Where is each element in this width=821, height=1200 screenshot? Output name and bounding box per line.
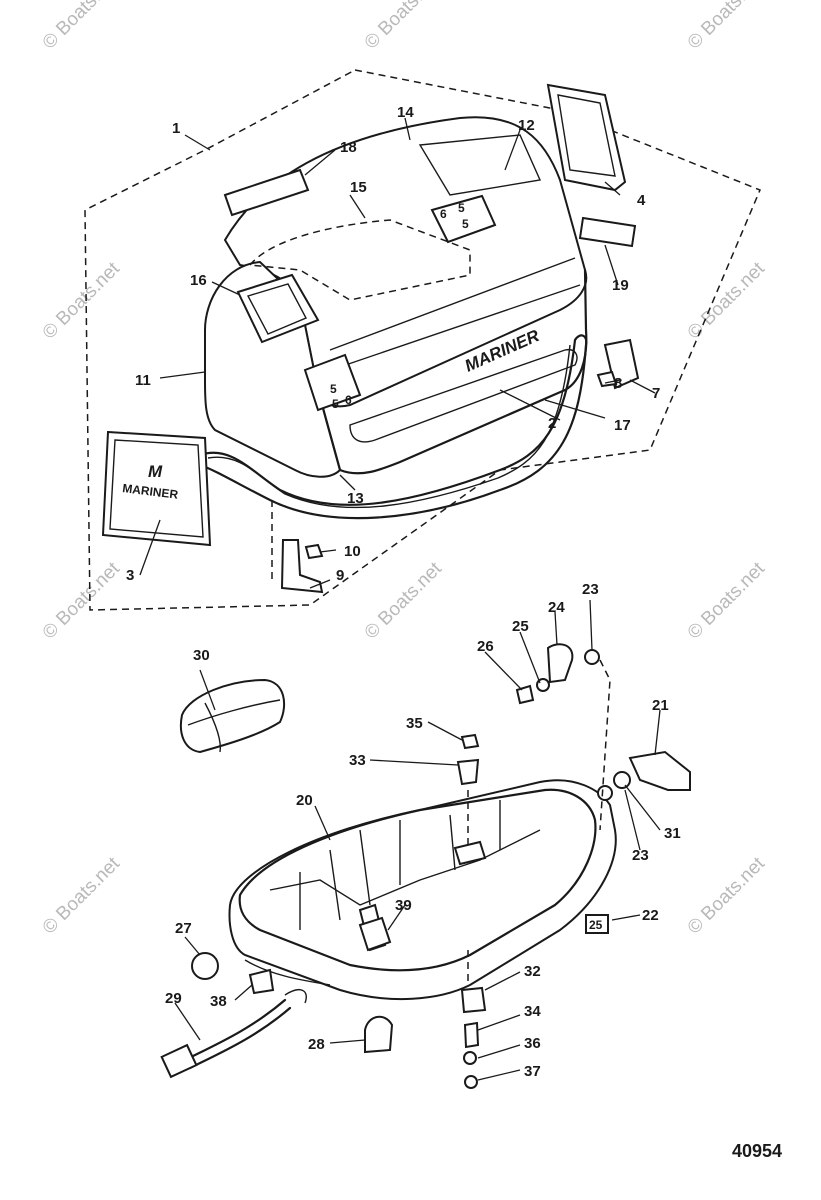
callout-28: 28 (308, 1036, 325, 1053)
callout-1: 1 (172, 120, 180, 137)
callout-19: 19 (612, 277, 629, 294)
callout-20: 20 (296, 792, 313, 809)
callout-35: 35 (406, 715, 423, 732)
bracket-number: 5 (332, 397, 339, 411)
callout-26: 26 (477, 638, 494, 655)
fastener-stack-bottom (460, 950, 487, 1089)
lever-24 (515, 643, 600, 705)
callout-37: 37 (524, 1063, 541, 1080)
callout-29: 29 (165, 990, 182, 1007)
callout-10: 10 (344, 543, 361, 560)
callout-13: 13 (347, 490, 364, 507)
callout-9: 9 (336, 567, 344, 584)
decal-19 (578, 216, 637, 248)
callout-25: 25 (512, 618, 529, 635)
latch-bracket-9 (271, 500, 324, 594)
figure-number: 40954 (732, 1141, 782, 1161)
assembly-boundary (84, 69, 761, 611)
tag-22 (585, 914, 609, 934)
gasket-38 (248, 968, 275, 995)
bracket-number: 5 (458, 201, 465, 215)
watermark: © Boats.net (361, 0, 447, 54)
callout-4: 4 (637, 192, 646, 209)
callout-labels: 1 2 3 4 6 7 8 9 10 11 12 13 14 15 16 17 … (126, 104, 681, 1080)
callout-23: 23 (582, 581, 599, 598)
watermark: © Boats.net (39, 0, 125, 54)
callout-12: 12 (518, 117, 535, 134)
bracket-number: 5 (330, 382, 337, 396)
top-cowl: 5 5 6 5 5 6 MARINER (204, 116, 588, 478)
plug-27 (191, 952, 219, 980)
seal-17-outer (198, 334, 588, 520)
callout-7: 7 (652, 385, 660, 402)
watermark: © Boats.net (684, 853, 770, 939)
callout-38: 38 (210, 993, 227, 1010)
bracket-number: 6 (345, 393, 352, 407)
callout-21: 21 (652, 697, 669, 714)
watermark: © Boats.net (684, 0, 770, 54)
callout-11: 11 (135, 372, 151, 389)
callout-15: 15 (350, 179, 367, 196)
callout-23b: 23 (632, 847, 649, 864)
callout-17: 17 (614, 417, 631, 434)
callout-30: 30 (193, 647, 210, 664)
callout-32: 32 (524, 963, 541, 980)
decal-brand: MARINER (122, 481, 180, 502)
bottom-cowl (228, 779, 617, 1001)
seal-17-inner (207, 344, 571, 509)
callout-27: 27 (175, 920, 192, 937)
callout-16: 16 (190, 272, 207, 289)
watermark: © Boats.net (684, 558, 770, 644)
grommet-28 (364, 1015, 394, 1054)
parts-bag-30 (180, 678, 286, 754)
cover-plate-4 (546, 83, 627, 192)
callout-18: 18 (340, 139, 357, 156)
callout-33: 33 (349, 752, 366, 769)
callout-34: 34 (524, 1003, 541, 1020)
decal-logo: M (148, 462, 163, 481)
bracket-number: 6 (440, 207, 447, 221)
callout-24: 24 (548, 599, 565, 616)
watermark: © Boats.net (39, 258, 125, 344)
decal-3: M MARINER (101, 430, 212, 547)
callout-14: 14 (397, 104, 414, 121)
decal-18 (223, 168, 310, 217)
bracket-number: 5 (462, 217, 469, 231)
callout-3: 3 (126, 567, 134, 584)
latch-bracket-7 (596, 338, 640, 390)
callout-39: 39 (395, 897, 412, 914)
callout-31: 31 (664, 825, 681, 842)
latch-21 (597, 750, 691, 801)
callout-36: 36 (524, 1035, 541, 1052)
leader-lines (139, 117, 661, 1081)
cable-29 (160, 989, 307, 1079)
watermark: © Boats.net (684, 258, 770, 344)
watermark: © Boats.net (39, 853, 125, 939)
callout-22: 22 (642, 907, 659, 924)
tag-22-text: 25 (589, 918, 603, 932)
watermark: © Boats.net (39, 558, 125, 644)
callout-8: 8 (614, 375, 622, 392)
fastener-stack-top (456, 733, 480, 850)
callout-2: 2 (548, 415, 556, 432)
pad-39 (358, 916, 392, 952)
alignment-line (599, 659, 611, 831)
watermark: © Boats.net (361, 558, 447, 644)
